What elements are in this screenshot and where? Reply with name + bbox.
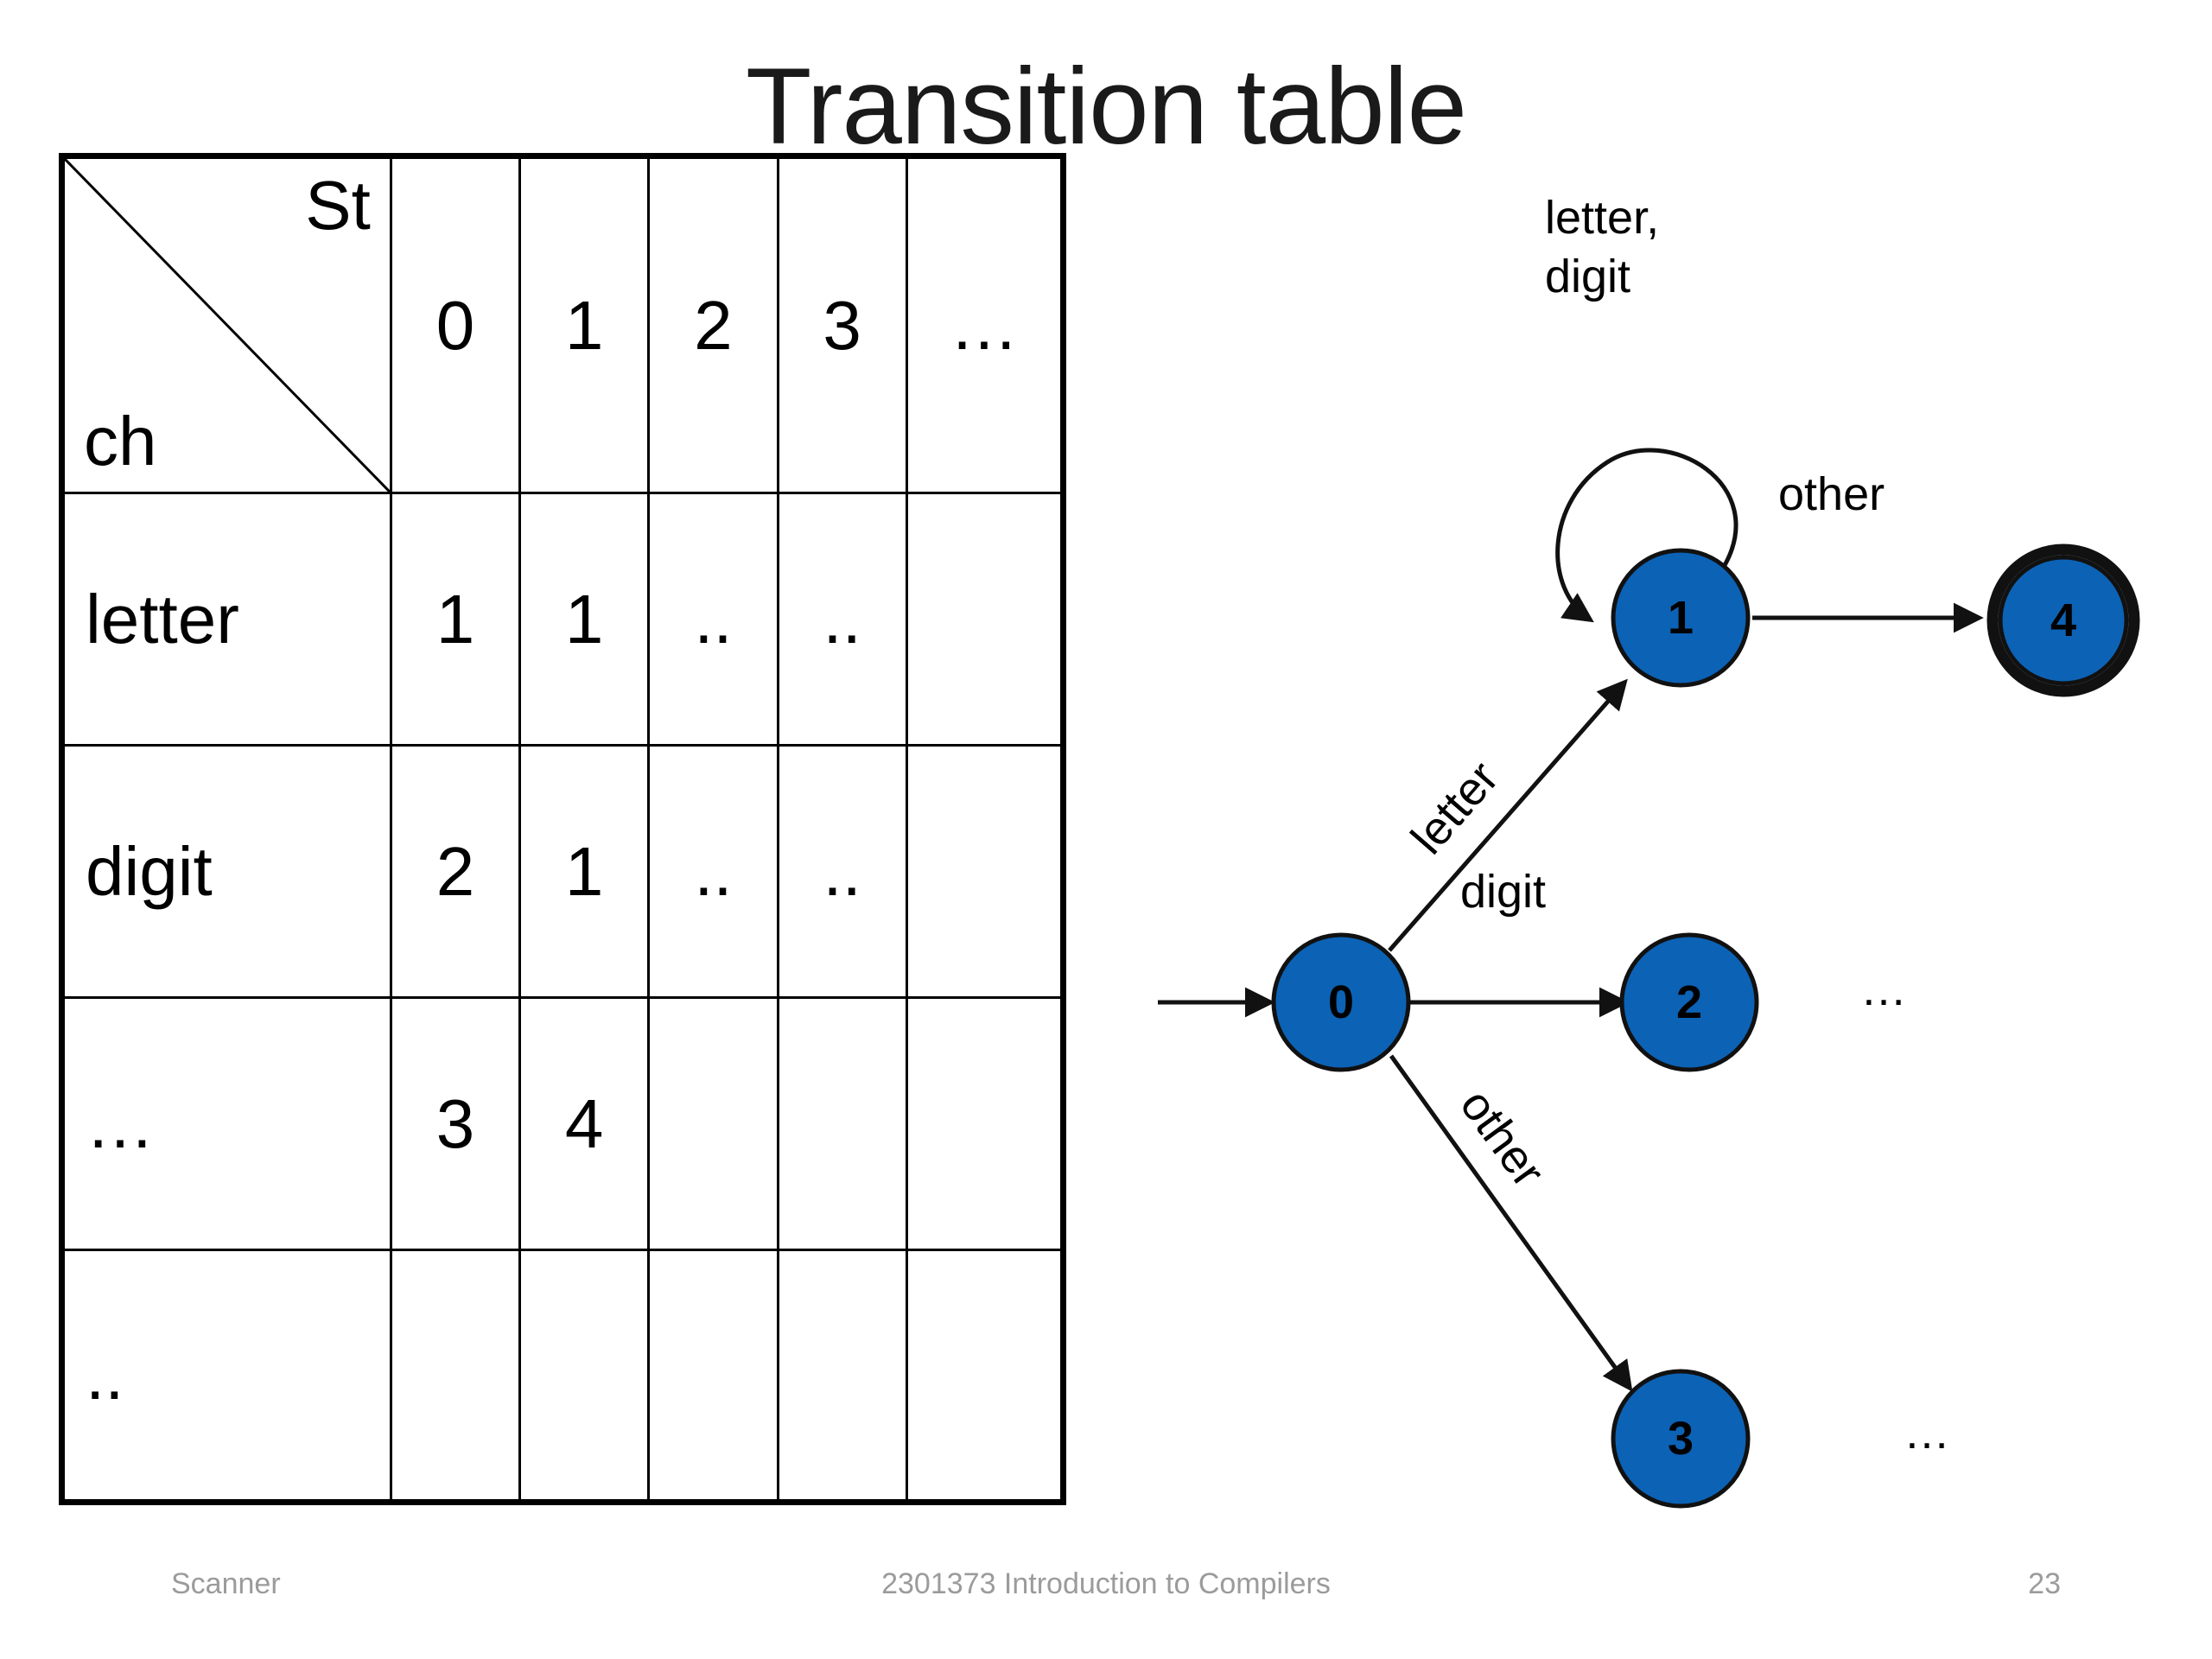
table-cell — [905, 996, 1065, 1251]
column-axis-label: St — [305, 167, 371, 244]
table-cell: .. — [776, 492, 908, 747]
table-column-header-4: … — [905, 155, 1065, 494]
slide-footer: Scanner 2301373 Introduction to Compiler… — [0, 1567, 2212, 1611]
table-cell: 1 — [389, 492, 522, 747]
table-row-label: letter — [60, 492, 392, 747]
table-cell — [905, 492, 1065, 747]
table-cell — [647, 996, 779, 1251]
state-node-4-accepting[interactable]: 4 — [1986, 543, 2140, 697]
table-row-label: digit — [60, 744, 392, 999]
table-cell: 3 — [389, 996, 522, 1251]
state-transition-diagram: letter, digit other letter digit other 0… — [1115, 138, 2203, 1538]
edge-label-self-loop-line2: digit — [1545, 251, 1630, 302]
edge-1-to-1-self-loop — [1555, 448, 1738, 623]
svg-text:2: 2 — [1676, 976, 1702, 1028]
diagram-ellipsis-bottom: … — [1904, 1407, 1950, 1459]
edge-label-other-right: other — [1778, 468, 1885, 520]
table-row: digit 2 1 .. .. — [60, 744, 1065, 999]
table-row-label: … — [60, 996, 392, 1251]
edge-label-self-loop-line1: letter, — [1545, 192, 1659, 244]
svg-text:0: 0 — [1328, 976, 1354, 1028]
state-node-2[interactable]: 2 — [1619, 932, 1759, 1072]
table-row-label: .. — [60, 1249, 392, 1503]
edge-0-to-3 — [1389, 1054, 1633, 1392]
table-column-header-0: 0 — [389, 155, 522, 494]
table-cell: 4 — [518, 996, 651, 1251]
table-cell — [389, 1249, 522, 1503]
table-cell — [905, 1249, 1065, 1503]
transition-table: St ch 0 1 2 3 … letter 1 1 .. .. digit 2… — [59, 153, 1066, 1505]
footer-course-title: 2301373 Introduction to Compilers — [881, 1567, 1331, 1600]
table-cell — [776, 1249, 908, 1503]
footer-section-label: Scanner — [171, 1567, 281, 1600]
state-node-1[interactable]: 1 — [1611, 548, 1751, 688]
table-cell: 2 — [389, 744, 522, 999]
table-cell: .. — [647, 492, 779, 747]
table-cell — [776, 996, 908, 1251]
row-axis-label: ch — [84, 403, 157, 480]
table-row: … 3 4 — [60, 996, 1065, 1251]
edge-label-letter: letter — [1402, 752, 1509, 864]
table-column-header-1: 1 — [518, 155, 651, 494]
table-cell — [647, 1249, 779, 1503]
state-node-0[interactable]: 0 — [1271, 932, 1411, 1072]
table-corner-cell: St ch — [60, 155, 392, 494]
state-node-3[interactable]: 3 — [1611, 1369, 1751, 1509]
svg-text:3: 3 — [1668, 1413, 1694, 1465]
table-cell — [518, 1249, 651, 1503]
table-cell: 1 — [518, 744, 651, 999]
svg-text:4: 4 — [2050, 594, 2076, 646]
table-cell: 1 — [518, 492, 651, 747]
table-cell — [905, 744, 1065, 999]
table-cell: .. — [647, 744, 779, 999]
table-cell: .. — [776, 744, 908, 999]
svg-text:1: 1 — [1668, 592, 1694, 644]
table-row: .. — [60, 1249, 1065, 1503]
table-header-row: St ch 0 1 2 3 … — [60, 155, 1065, 494]
table-column-header-3: 3 — [776, 155, 908, 494]
footer-page-number: 23 — [2028, 1567, 2061, 1600]
diagram-ellipsis-middle: … — [1860, 963, 1907, 1015]
table-row: letter 1 1 .. .. — [60, 492, 1065, 747]
edge-label-other-down: other — [1450, 1080, 1554, 1197]
edge-label-digit: digit — [1460, 866, 1546, 918]
edge-0-to-1 — [1388, 678, 1628, 952]
table-column-header-2: 2 — [647, 155, 779, 494]
page-title: Transition table — [746, 47, 1467, 167]
